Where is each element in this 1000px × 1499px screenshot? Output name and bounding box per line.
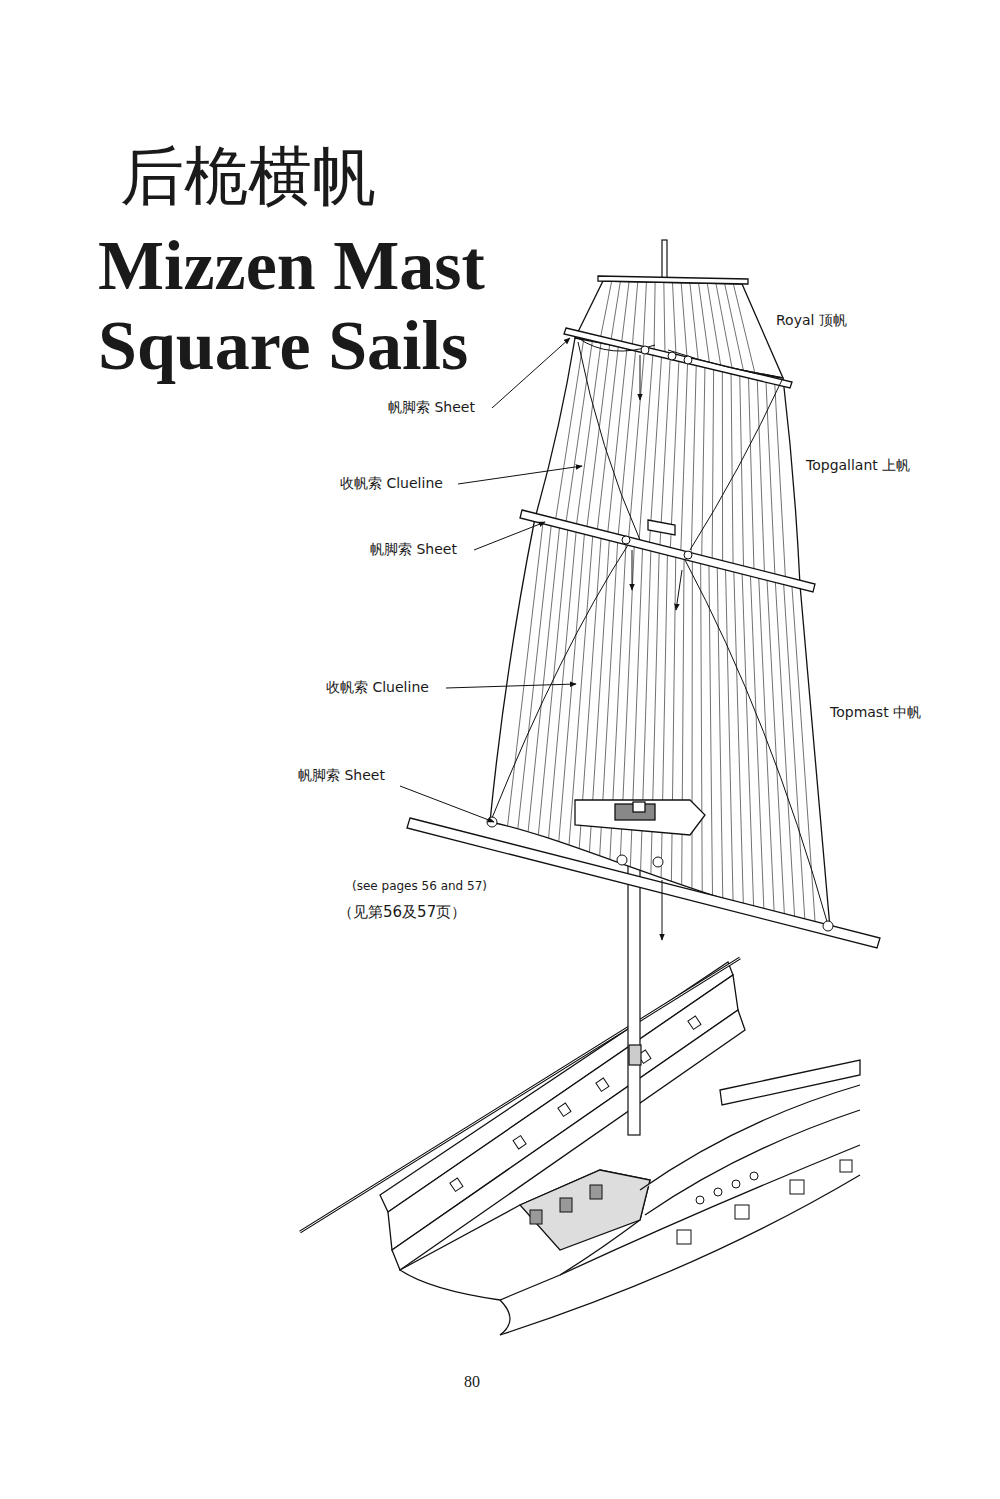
sail-seam [660,552,668,936]
spanker-boom [300,958,740,1232]
sail-seam [673,283,680,419]
sail-seam [733,284,770,436]
rope-label: 帆脚索 Sheet [370,541,457,558]
sail-seam [699,283,718,425]
sail-seam [575,535,601,909]
sail-seam [740,370,745,631]
cluelines [492,338,828,940]
mizzen-top [575,520,705,835]
sail-seam [668,358,680,612]
hull [380,962,860,1335]
sail-seam [701,560,703,948]
sail-seam [546,340,584,581]
sail-seam [501,520,544,885]
gun-ports [450,1016,852,1244]
sail-name: Topmast 中帆 [830,704,921,721]
cross-reference: （见第56及57页） [338,903,466,921]
sail-seam [709,562,713,952]
sail-seam [690,283,705,423]
sail-seam [731,368,734,628]
sail-seam [564,533,593,906]
sail-seam [701,363,705,620]
blocks [487,346,833,931]
sail-seam [716,283,744,430]
sail-name: Topgallant 上帆 [806,457,910,474]
sail-seam [639,547,651,928]
sail-seam [618,543,635,922]
rope-label: 帆脚索 Sheet [388,399,475,416]
sail-name: Royal 顶帆 [776,312,847,329]
sail-seam [712,365,714,623]
sail-seam [757,373,767,637]
sail-seam [554,531,585,902]
page-title: Mizzen Mast Square Sails [98,226,578,386]
cross-reference: (see pages 56 and 57) [352,879,487,893]
sail-seam [596,539,618,915]
page-number: 80 [464,1372,480,1391]
sail-seam [586,537,610,912]
sail-seam-group [546,340,789,643]
sail-seam [579,345,610,590]
sail-seam [748,371,756,633]
sail-seam [522,524,560,892]
sails [490,281,830,928]
sail-seam [707,283,731,428]
sail-seam [653,282,655,413]
sail-seam [601,348,627,595]
sail-seam [612,350,635,598]
sail-seam [645,355,661,606]
yards [407,276,880,948]
spanker-boom-fill [300,958,740,1232]
sail-seam [511,522,551,888]
rope-label: 帆脚索 Sheet [298,767,385,784]
rope-label: 收帆索 Clueline [326,679,429,696]
sail-seam [671,554,676,939]
sail-seam [649,549,659,931]
sail-seam [691,558,692,945]
sail-seam [679,360,688,615]
sail-seams [501,281,820,985]
sail-seam [681,283,692,421]
chinese-title: 后桅横帆 [120,138,376,215]
sail-seam [543,528,576,898]
rope-label: 收帆索 Clueline [340,475,443,492]
sail-seam [681,556,684,942]
sail-seam [607,541,626,918]
sail-seam [568,343,601,586]
sail-seam [664,282,666,415]
